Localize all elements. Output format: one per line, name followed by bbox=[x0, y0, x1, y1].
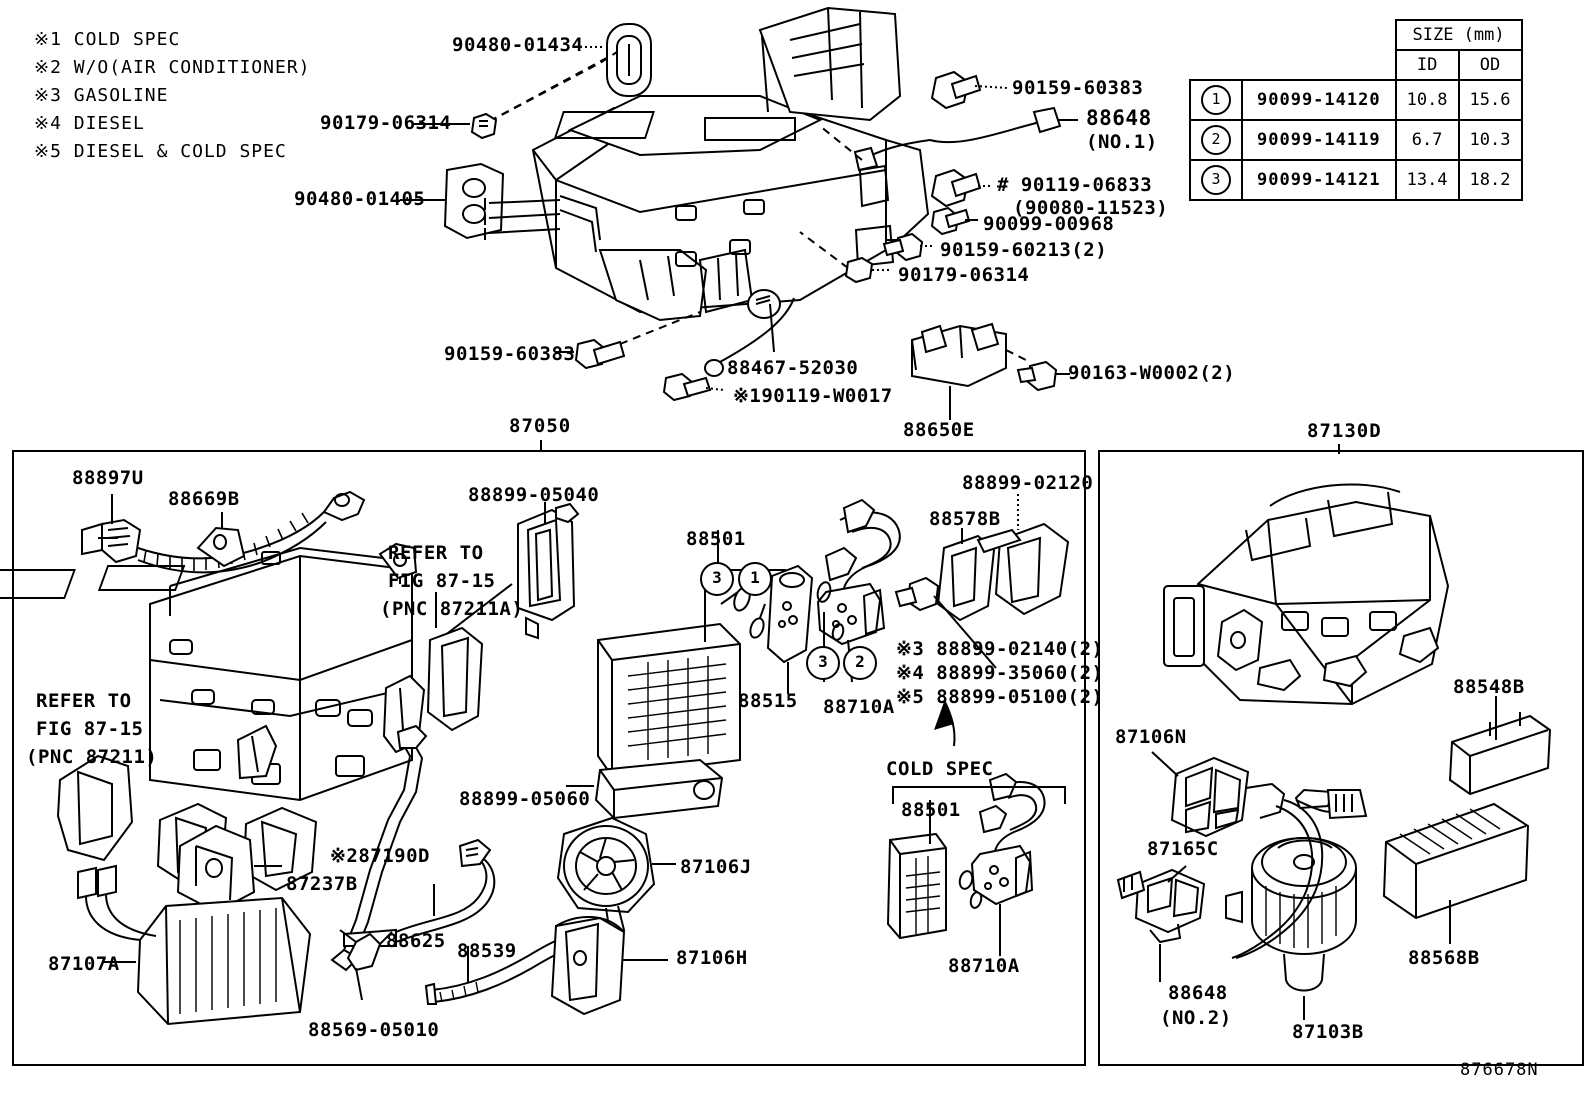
note-cold-spec: ※1 COLD SPEC bbox=[34, 29, 181, 50]
size-table-id: 13.4 bbox=[1394, 159, 1460, 201]
size-table-ref: 3 bbox=[1189, 159, 1243, 201]
part-label-88669B: 88669B bbox=[168, 488, 240, 510]
size-table-part: 90099-14120 bbox=[1241, 79, 1397, 121]
part-label-90480-01405: 90480-01405 bbox=[294, 188, 426, 210]
part-label-90480-01434: 90480-01434 bbox=[452, 34, 584, 56]
refer-to-fig-87-15-a-line1: REFER TO bbox=[388, 542, 484, 564]
part-label-87106N: 87106N bbox=[1115, 726, 1187, 748]
part-label-88710A-main: 88710A bbox=[823, 696, 895, 718]
size-table-id: 6.7 bbox=[1394, 119, 1460, 161]
panel-87050 bbox=[12, 450, 1086, 1066]
refer-to-fig-87-15-b-line2: FIG 87-15 bbox=[36, 718, 144, 740]
part-label-88650E: 88650E bbox=[903, 419, 975, 441]
part-label-88899-05040: 88899-05040 bbox=[468, 484, 600, 506]
part-label-88899-02120: 88899-02120 bbox=[962, 472, 1094, 494]
part-label-90179-06314-a: 90179-06314 bbox=[320, 112, 452, 134]
part-label-90159-60213: 90159-60213(2) bbox=[940, 239, 1108, 261]
part-label-88899-02140: ※3 88899-02140(2) bbox=[896, 638, 1104, 660]
part-label-90119-06833: # 90119-06833 bbox=[997, 174, 1153, 196]
size-table-part: 90099-14119 bbox=[1241, 119, 1397, 161]
part-label-88578B: 88578B bbox=[929, 508, 1001, 530]
part-label-90159-60383-a: 90159-60383 bbox=[1012, 77, 1144, 99]
refer-to-fig-87-15-b-line3: (PNC 87211) bbox=[26, 746, 158, 768]
refer-to-fig-87-15-a-line2: FIG 87-15 bbox=[388, 570, 496, 592]
part-label-88501-cold: 88501 bbox=[901, 799, 961, 821]
table-row: 3 90099-14121 13.4 18.2 bbox=[1189, 159, 1523, 201]
part-label-87106H: 87106H bbox=[676, 947, 748, 969]
part-label-90099-00968: 90099-00968 bbox=[983, 213, 1115, 235]
note-wo-air-cond: ※2 W/O(AIR CONDITIONER) bbox=[34, 57, 311, 78]
part-label-87237B: 87237B bbox=[286, 873, 358, 895]
part-label-90080-11523: (90080-11523) bbox=[1013, 197, 1169, 219]
part-label-87165C: 87165C bbox=[1147, 838, 1219, 860]
part-label-88899-35060: ※4 88899-35060(2) bbox=[896, 662, 1104, 684]
ref-circle-2-b: 2 bbox=[843, 646, 877, 680]
part-label-88501-main: 88501 bbox=[686, 528, 746, 550]
note-diesel-cold-spec: ※5 DIESEL & COLD SPEC bbox=[34, 141, 287, 162]
size-table: SIZE (mm) ID OD 1 90099-14120 10.8 15.6 … bbox=[1189, 19, 1523, 201]
size-table-col-id: ID bbox=[1394, 49, 1460, 81]
size-table-od: 10.3 bbox=[1457, 119, 1523, 161]
part-label-88539: 88539 bbox=[457, 940, 517, 962]
panel-87050-title-leader bbox=[540, 440, 542, 452]
part-label-88899-05060: 88899-05060 bbox=[459, 788, 591, 810]
note-gasoline: ※3 GASOLINE bbox=[34, 85, 169, 106]
part-label-88569-05010: 88569-05010 bbox=[308, 1019, 440, 1041]
part-label-87103B: 87103B bbox=[1292, 1021, 1364, 1043]
panel-87130D-title: 87130D bbox=[1303, 420, 1386, 442]
part-label-88710A-cold: 88710A bbox=[948, 955, 1020, 977]
part-label-90163-W0002: 90163-W0002(2) bbox=[1068, 362, 1236, 384]
figure-code: 876678N bbox=[1460, 1060, 1539, 1080]
part-label-88625: 88625 bbox=[386, 930, 446, 952]
part-label-88548B: 88548B bbox=[1453, 676, 1525, 698]
part-label-88648-no1-sub: (NO.1) bbox=[1086, 131, 1158, 153]
size-table-part: 90099-14121 bbox=[1241, 159, 1397, 201]
cold-spec-box bbox=[892, 786, 1066, 804]
size-table-title: SIZE (mm) bbox=[1394, 19, 1523, 51]
size-table-ref: 2 bbox=[1189, 119, 1243, 161]
part-label-90179-06314-b: 90179-06314 bbox=[898, 264, 1030, 286]
part-label-88648-no2-sub: (NO.2) bbox=[1160, 1007, 1232, 1029]
size-table-col-od: OD bbox=[1457, 49, 1523, 81]
part-label-88648-no1: 88648 bbox=[1086, 106, 1152, 130]
grommet-01434-outline bbox=[606, 23, 652, 97]
panel-87050-title: 87050 bbox=[505, 415, 576, 437]
part-label-88467-52030: 88467-52030 bbox=[727, 357, 859, 379]
cold-spec-box-title: COLD SPEC bbox=[886, 758, 994, 780]
part-label-88568B: 88568B bbox=[1408, 947, 1480, 969]
part-label-90159-60383-b: 90159-60383 bbox=[444, 343, 576, 365]
part-label-88899-05100: ※5 88899-05100(2) bbox=[896, 686, 1104, 708]
ref-circle-1-a: 1 bbox=[738, 562, 772, 596]
part-label-88515: 88515 bbox=[738, 690, 798, 712]
size-table-ref: 1 bbox=[1189, 79, 1243, 121]
note-diesel: ※4 DIESEL bbox=[34, 113, 145, 134]
part-label-190119-W0017: ※190119-W0017 bbox=[733, 385, 893, 407]
panel-87130D-title-leader bbox=[1338, 444, 1340, 454]
part-label-87107A: 87107A bbox=[48, 953, 120, 975]
table-row: 1 90099-14120 10.8 15.6 bbox=[1189, 79, 1523, 121]
size-table-od: 15.6 bbox=[1457, 79, 1523, 121]
part-label-88648-no2: 88648 bbox=[1168, 982, 1228, 1004]
size-table-od: 18.2 bbox=[1457, 159, 1523, 201]
part-label-88897U: 88897U bbox=[72, 467, 144, 489]
panel-87130D bbox=[1098, 450, 1584, 1066]
refer-to-fig-87-15-b-line1: REFER TO bbox=[36, 690, 132, 712]
part-label-87106J: 87106J bbox=[680, 856, 752, 878]
size-table-id: 10.8 bbox=[1394, 79, 1460, 121]
part-label-287190D: ※287190D bbox=[330, 845, 430, 867]
table-row: 2 90099-14119 6.7 10.3 bbox=[1189, 119, 1523, 161]
refer-to-fig-87-15-a-line3: (PNC 87211A) bbox=[380, 598, 524, 620]
ref-circle-3-b: 3 bbox=[806, 646, 840, 680]
ref-circle-3-a: 3 bbox=[700, 562, 734, 596]
